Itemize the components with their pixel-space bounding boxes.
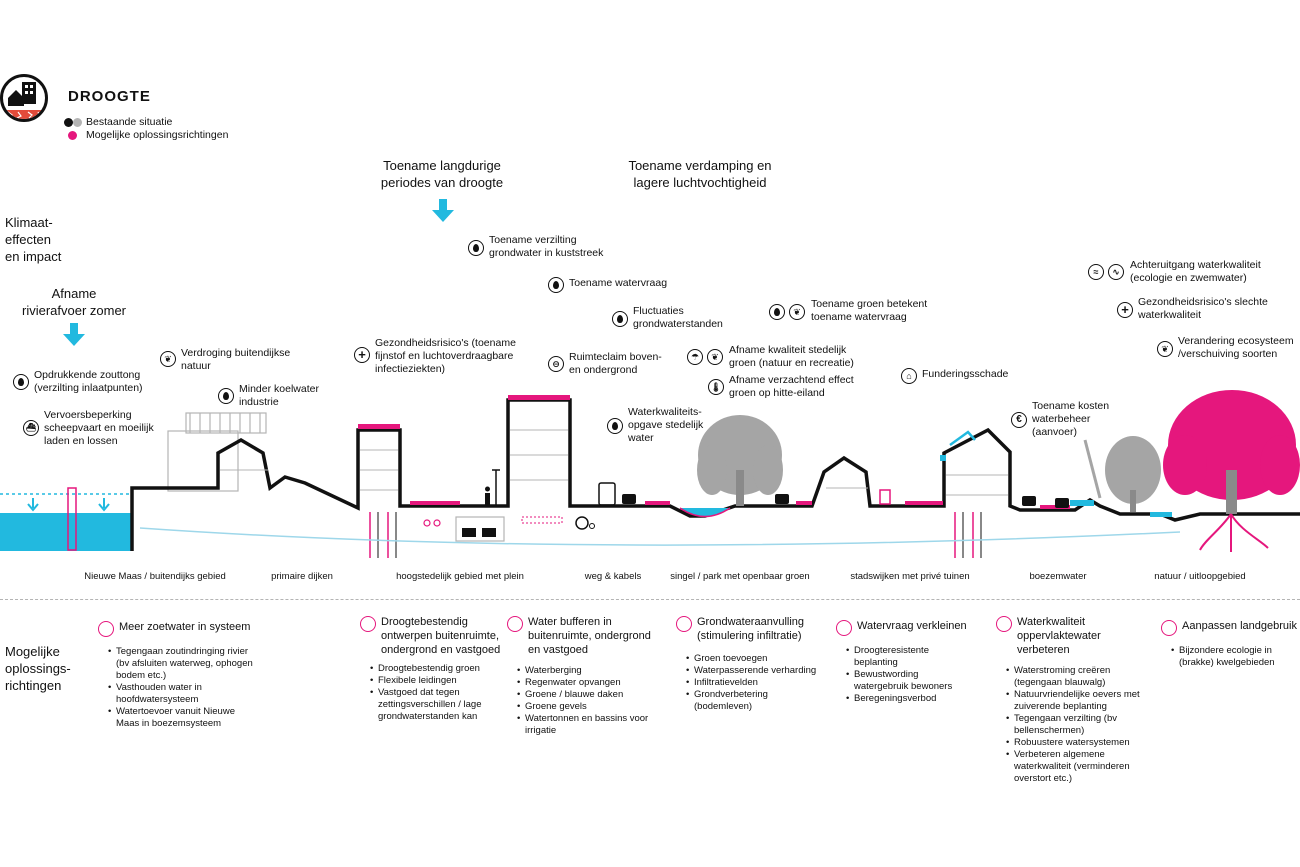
leaf-icon: ❦ [160,351,176,367]
drop-icon [13,374,29,390]
river-water [0,513,132,551]
driver-arrow-river [63,323,85,346]
drop-icon [218,388,234,404]
solutions-side-label: Mogelijke oplossings- richtingen [5,644,71,693]
leaf-icon: ❦ [707,349,723,365]
driver-river-discharge: Afname rivierafvoer zomer [21,286,127,318]
cross-section [0,390,1300,558]
legend-dot-pink [68,131,77,140]
swim-icon: ≈ [1088,264,1104,280]
drop-icon [548,277,564,293]
solution-ring-icon [507,616,523,632]
groundwater-flow [139,527,1181,546]
zone-label-river: Nieuwe Maas / buitendijks gebied [84,571,226,582]
space-claim-icon: ⊖ [548,356,564,372]
thermometer-icon: 🌡 [708,379,724,395]
drop-icon [612,311,628,327]
page-title: DROOGTE [68,88,151,105]
zone-label-nature: natuur / uitloopgebied [1154,571,1246,582]
ship-icon: ⛴ [23,420,39,436]
leaf-icon: ❦ [789,304,805,320]
solution-ring-icon [996,616,1012,632]
solution-ring-icon [1161,620,1177,636]
health-cross-icon: + [354,347,370,363]
zone-label-park: singel / park met openbaar groen [670,571,810,582]
leaf-icon: ❦ [1157,341,1173,357]
swim-icon: ∿ [1108,264,1124,280]
driver-evaporation: Toename verdamping en lagere luchtvochti… [628,158,772,190]
legend-solutions-label: Mogelijke oplossingsrichtingen [86,129,229,141]
driver-arrow-drought [432,199,454,222]
house-icon: ⌂ [901,368,917,384]
zone-label-neighbourhoods: stadswijken met privé tuinen [850,571,970,582]
climate-effects-label: Klimaat- effecten en impact [5,215,62,264]
zone-label-road: weg & kabels [584,571,642,582]
solution-ring-icon [98,621,114,637]
solution-ring-icon [360,616,376,632]
legend-dot-grey [73,118,82,127]
drop-icon [769,304,785,320]
euro-icon: € [1011,412,1027,428]
drop-icon [607,418,623,434]
umbrella-icon: ☂ [687,349,703,365]
drought-theme-icon [0,74,48,122]
solution-ring-icon [676,616,692,632]
zone-label-urban: hoogstedelijk gebied met plein [396,571,524,582]
health-cross-icon: + [1117,302,1133,318]
zone-label-boezem: boezemwater [1029,571,1087,582]
section-divider [0,599,1300,600]
zone-label-dikes: primaire dijken [271,571,333,582]
driver-long-drought: Toename langdurige periodes van droogte [380,158,504,190]
solution-ring-icon [836,620,852,636]
legend-existing-label: Bestaande situatie [86,116,173,128]
legend-dot-black [64,118,73,127]
drop-icon [468,240,484,256]
